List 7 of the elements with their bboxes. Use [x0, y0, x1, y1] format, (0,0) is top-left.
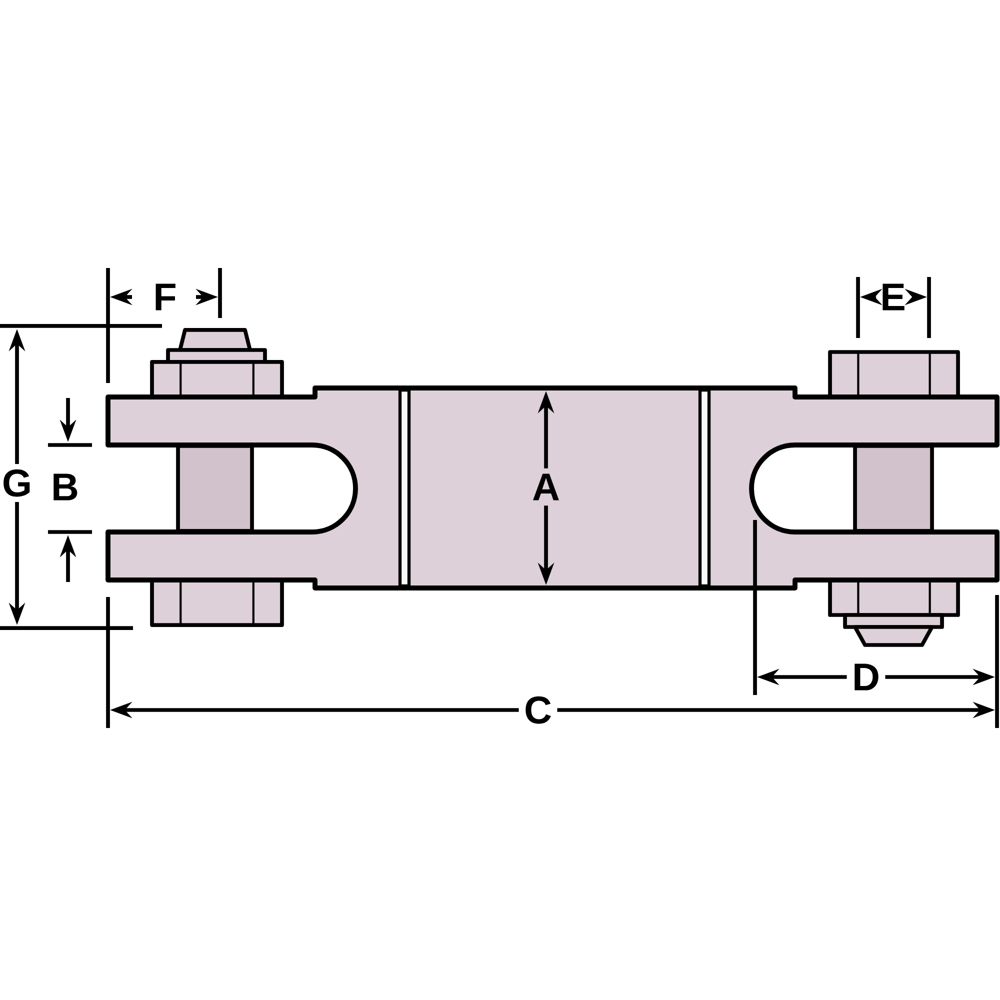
dimension-label: G	[0, 464, 38, 502]
dimension-label: E	[882, 284, 904, 310]
dimension-label: F	[156, 284, 176, 310]
dimension-label: A	[526, 468, 566, 506]
dimension-label: B	[54, 474, 78, 500]
dimension-label: C	[518, 691, 558, 729]
dimension-label: D	[846, 658, 886, 696]
